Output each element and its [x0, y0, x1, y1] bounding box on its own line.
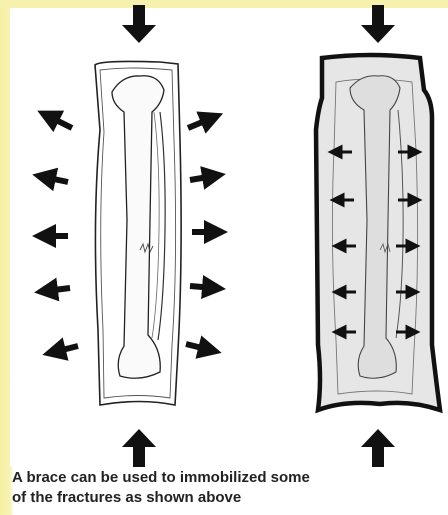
arrow-right-icon — [186, 344, 210, 350]
unbraced-leg-figure — [95, 61, 181, 405]
braced-leg-figure — [316, 55, 440, 410]
arrow-up-icon — [361, 429, 395, 467]
figure-caption: A brace can be used to immobilized some … — [12, 468, 442, 508]
caption-line-2: of the fractures as shown above — [12, 488, 442, 508]
arrow-right-icon — [188, 118, 212, 128]
arrow-up-icon — [122, 429, 156, 467]
caption-line-1: A brace can be used to immobilized some — [12, 468, 442, 488]
arrow-left-icon — [54, 346, 78, 352]
arrow-down-icon — [122, 5, 156, 43]
arrow-right-icon — [190, 286, 214, 288]
arrow-right-icon — [190, 176, 214, 180]
diagram — [0, 0, 448, 470]
arrow-down-icon — [361, 5, 395, 43]
arrow-left-icon — [46, 288, 70, 291]
arrow-left-icon — [44, 177, 68, 182]
arrow-left-icon — [48, 116, 72, 128]
